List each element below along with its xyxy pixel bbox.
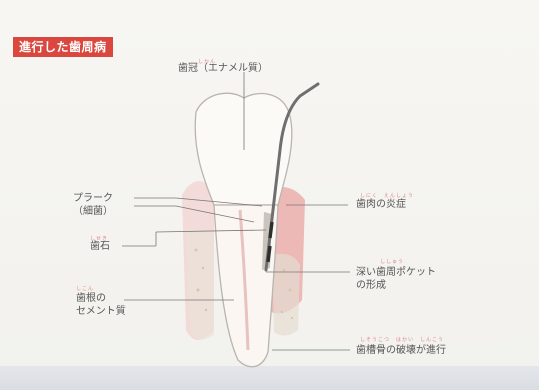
ruby-furigana: しそうこつ はかい しんこう [360,337,444,343]
alveolar-bone-left [186,228,214,339]
label-root-cementum: 歯根の セメント質 [76,292,126,318]
alveolar-bone-right [272,254,300,336]
label-bone-destruction: 歯槽骨の破壊が進行 [356,344,446,357]
label-tartar: 歯石 [90,240,110,253]
ruby-furigana: ししゅう [380,259,404,265]
label-gum-inflammation: 歯肉の炎症 [356,198,406,211]
label-enamel: 歯冠（エナメル質） [178,62,268,75]
label-plaque: プラーク （細菌） [73,192,113,218]
tooth-crown [195,93,292,205]
label-deep-pocket: 深い歯周ポケット の形成 [356,266,436,292]
